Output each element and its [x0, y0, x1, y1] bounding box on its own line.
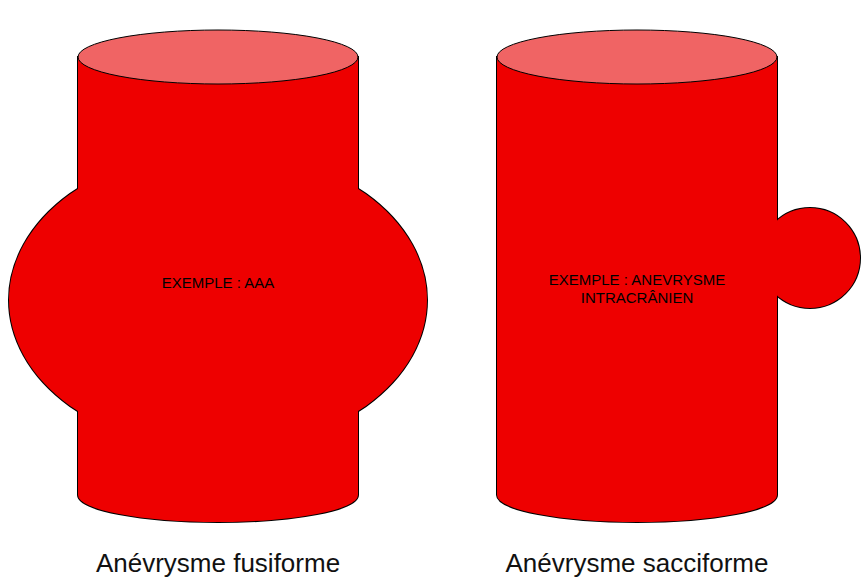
shape-caption: Anévrysme fusiforme — [96, 548, 340, 578]
example-label: EXEMPLE : AAA — [93, 274, 343, 292]
aneurysm-shape: EXEMPLE : AAA Anévrysme fusiforme — [10, 30, 427, 584]
aneurysm-shape: EXEMPLE : ANEVRYSME INTRACRÂNIEN Anévrysm… — [440, 30, 860, 584]
vessel-fills — [9, 57, 860, 522]
vessel-right — [497, 57, 777, 522]
vessel-opening — [497, 30, 777, 84]
vessel-opening — [78, 30, 358, 84]
vessel-outlines — [9, 57, 860, 522]
shape-caption: Anévrysme sacciforme — [506, 548, 769, 578]
example-label: EXEMPLE : ANEVRYSME INTRACRÂNIEN — [522, 271, 752, 307]
vessel-left — [78, 57, 358, 522]
vessel-left-fill — [78, 57, 358, 522]
vessel-right-fill — [497, 57, 777, 522]
